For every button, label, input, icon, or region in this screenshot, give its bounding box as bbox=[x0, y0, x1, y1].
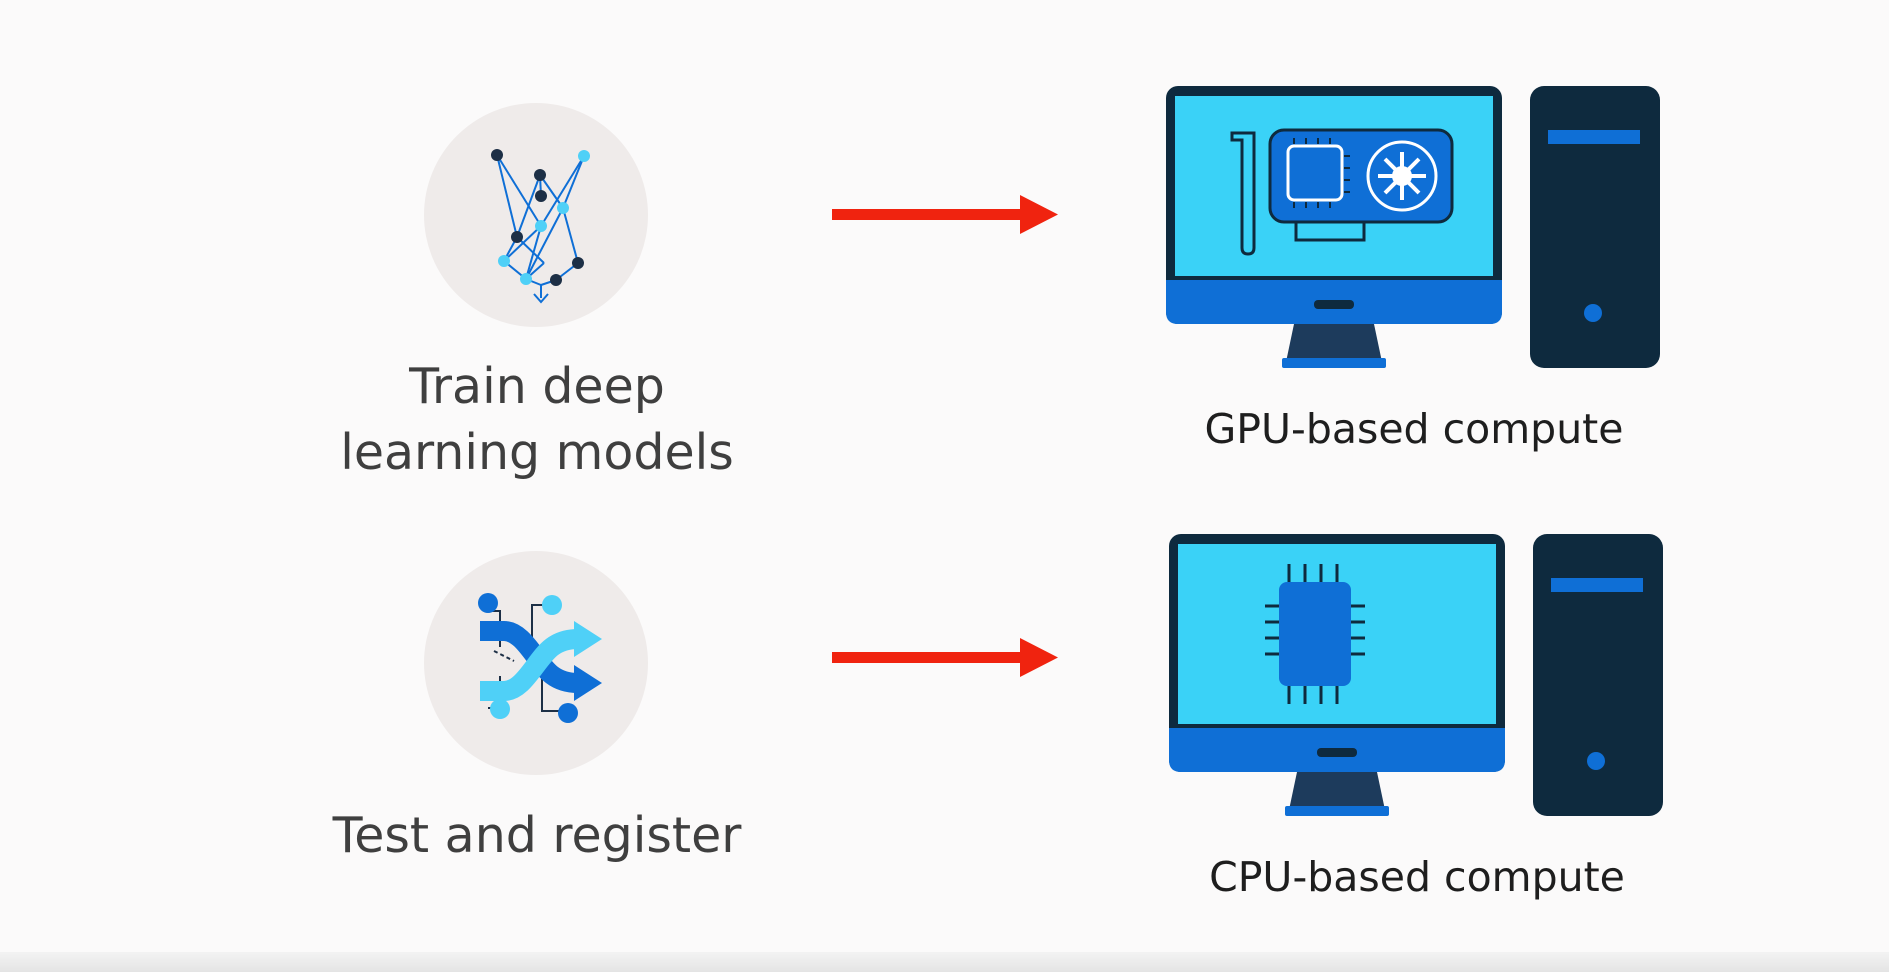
arrow-right-icon bbox=[832, 195, 1058, 234]
cpu-computer-icon bbox=[1169, 534, 1663, 816]
compute-label-cpu: CPU-based compute bbox=[1209, 853, 1625, 901]
shuffle-arrows-icon bbox=[424, 551, 648, 775]
neural-network-icon bbox=[424, 103, 648, 327]
cpu-chip-icon bbox=[1265, 564, 1365, 704]
gpu-computer-icon bbox=[1166, 86, 1660, 368]
arrow-right-icon bbox=[832, 638, 1058, 677]
bottom-band bbox=[0, 952, 1889, 972]
gpu-card-icon bbox=[1230, 128, 1454, 256]
compute-label-gpu: GPU-based compute bbox=[1204, 405, 1624, 453]
step-label-test: Test and register bbox=[332, 807, 742, 864]
step-label-train: Train deep learning models bbox=[340, 358, 734, 481]
